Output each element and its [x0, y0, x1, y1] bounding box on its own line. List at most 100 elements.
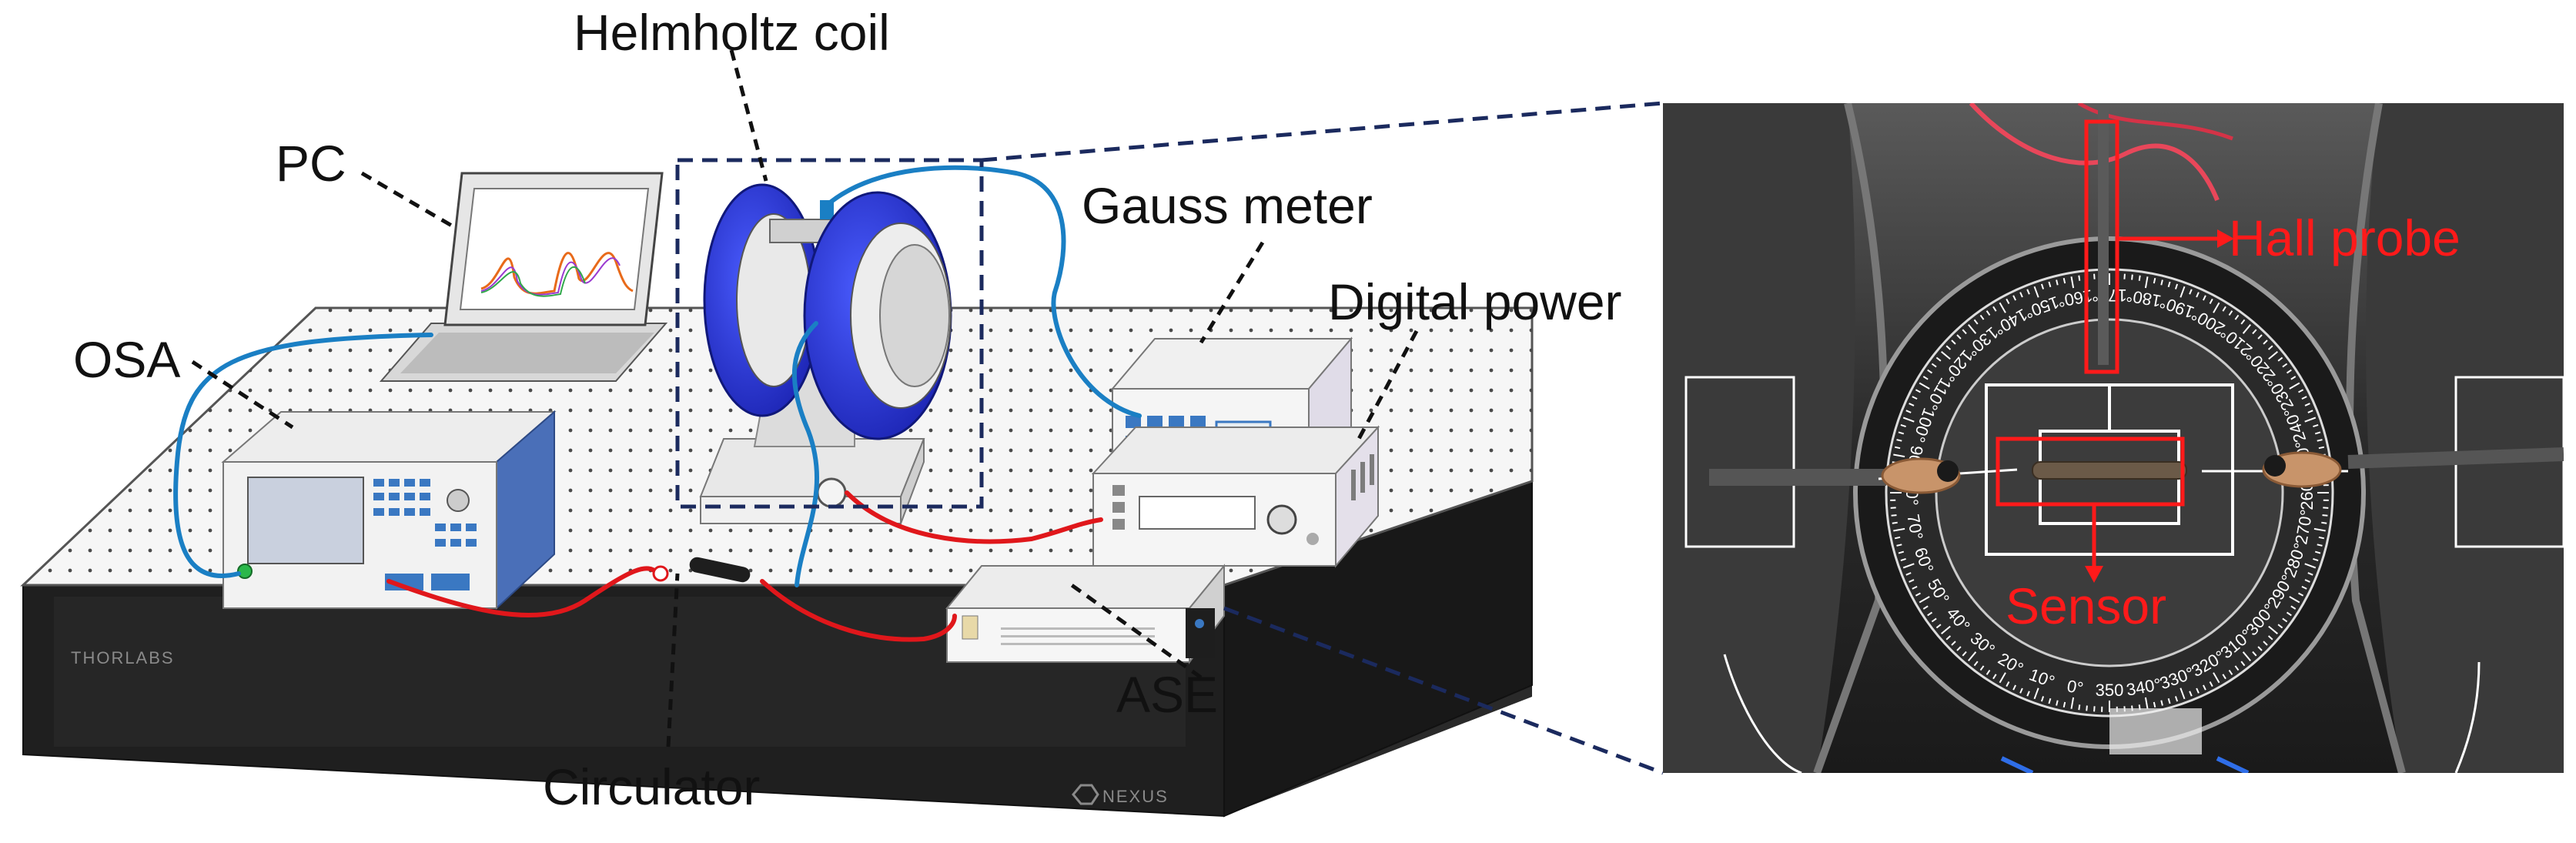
protractor-tick-mark: [2189, 289, 2193, 295]
protractor-tick-mark: [1935, 624, 1942, 629]
protractor-tick-mark: [2062, 277, 2066, 284]
protractor-tick-mark: [1973, 661, 1979, 667]
protractor-tick-mark: [2086, 705, 2088, 711]
protractor-tick-mark: [2026, 691, 2030, 697]
protractor-tick-mark: [2313, 423, 2319, 428]
protractor-tick-mark: [1912, 585, 1918, 590]
protractor-tick-mark: [2174, 696, 2179, 702]
protractor-tick-mark: [1922, 605, 1929, 610]
protractor-tick-mark: [2006, 681, 2010, 687]
protractor-tick-mark: [2209, 298, 2213, 304]
protractor-tick-mark: [2056, 700, 2059, 706]
protractor-tick-mark: [2301, 585, 2307, 590]
label-digital-power: Digital power: [1328, 273, 1622, 330]
protractor-tick-mark: [2040, 696, 2045, 702]
protractor-tick-mark: [2093, 273, 2096, 279]
protractor-tick-label: 170°: [2092, 286, 2127, 305]
protractor-tick-mark: [2304, 563, 2317, 569]
protractor-tick-mark: [1900, 557, 1906, 562]
protractor-tick-mark: [2257, 646, 2263, 651]
protractor-tick-mark: [2290, 376, 2297, 380]
protractor-tick-mark: [1999, 672, 2006, 684]
protractor-tick-mark: [1892, 521, 1898, 524]
protractor-tick-mark: [1951, 641, 1956, 646]
protractor-tick-mark: [2040, 283, 2045, 289]
protractor-tick-mark: [2314, 550, 2321, 554]
protractor-tick-mark: [1999, 302, 2006, 313]
protractor-tick-mark: [2263, 641, 2268, 646]
nexus-logo: NEXUS: [1072, 784, 1167, 806]
sensor-element: [2032, 461, 2187, 480]
protractor-tick-mark: [2180, 286, 2186, 298]
photo-annotations: Hall probe Sensor: [1996, 119, 2461, 634]
protractor-tick-mark: [2138, 275, 2141, 281]
protractor-tick-mark: [2317, 544, 2323, 547]
protractor-tick-mark: [1905, 572, 1912, 576]
protractor-tick-label: 0°: [2066, 676, 2085, 697]
protractor-tick-mark: [1941, 351, 1951, 360]
protractor-tick-mark: [1973, 319, 1979, 325]
protractor-tick-mark: [2304, 579, 2310, 583]
protractor-tick-mark: [2286, 369, 2292, 374]
protractor-tick-mark: [1898, 550, 1905, 554]
protractor-tick-mark: [1915, 592, 1921, 597]
protractor-tick-mark: [2019, 687, 2023, 694]
protractor-tick-mark: [1891, 514, 1897, 517]
label-pc: PC: [276, 135, 346, 192]
protractor-tick-mark: [2153, 701, 2156, 708]
protractor-tick-mark: [1890, 507, 1896, 509]
protractor-tick-mark: [2277, 356, 2283, 362]
label-hall-probe: Hall probe: [2229, 209, 2461, 266]
protractor-tick-mark: [2323, 507, 2329, 509]
protractor-tick-mark: [1905, 410, 1912, 413]
label-osa: OSA: [73, 331, 180, 388]
protractor-tick-mark: [1941, 625, 1951, 634]
protractor-tick-mark: [1968, 651, 1977, 661]
protractor-tick-mark: [2144, 276, 2149, 289]
protractor-tick-mark: [2180, 687, 2186, 700]
protractor-tick-label: 70°: [1903, 513, 1926, 541]
protractor-tick-mark: [2289, 382, 2300, 390]
protractor-tick-mark: [2268, 625, 2278, 634]
protractor-tick-mark: [2189, 691, 2193, 697]
protractor-tick-mark: [2012, 295, 2017, 301]
protractor-tick-mark: [2313, 527, 2326, 532]
label-ase: ASE: [1116, 666, 1218, 723]
protractor-tick-mark: [2048, 281, 2052, 288]
laptop-pc: [379, 172, 668, 382]
protractor-tick-mark: [2019, 292, 2023, 298]
protractor-tick-mark: [1935, 356, 1942, 362]
protractor-tick-mark: [2202, 684, 2206, 691]
protractor-tick-mark: [2252, 329, 2257, 335]
protractor-tick-mark: [1900, 423, 1906, 428]
protractor-tick-mark: [1927, 369, 1933, 374]
protractor-tick-mark: [2167, 281, 2171, 288]
label-circulator: Circulator: [543, 758, 760, 815]
protractor-tick-mark: [2304, 416, 2317, 423]
protractor-tick-mark: [1902, 416, 1915, 423]
protractor-tick-mark: [2006, 298, 2010, 304]
protractor-tick-mark: [1945, 345, 1952, 350]
protractor-tick-mark: [2268, 351, 2278, 360]
protractor-tick-mark: [2174, 283, 2179, 289]
protractor-tick-mark: [2317, 439, 2323, 442]
protractor-tick-mark: [2301, 396, 2307, 400]
protractor-tick-mark: [2160, 700, 2163, 706]
table-brand-left: THORLABS: [71, 648, 175, 667]
protractor-tick-mark: [2290, 605, 2297, 610]
protractor-tick-mark: [2213, 302, 2220, 313]
protractor-tick-mark: [2196, 687, 2200, 694]
protractor-tick-mark: [2298, 592, 2304, 597]
protractor-tick-mark: [2318, 446, 2325, 450]
sensor-highlight: [1996, 437, 2185, 507]
protractor-tick-mark: [2282, 617, 2288, 623]
protractor-tick-mark: [1902, 563, 1915, 569]
protractor-tick-mark: [2196, 292, 2200, 298]
protractor-tick-mark: [1956, 334, 1962, 340]
protractor-tick-mark: [2289, 596, 2300, 604]
protractor-tick-mark: [2056, 279, 2059, 286]
osa-instrument: [221, 410, 557, 611]
protractor-tick-mark: [2322, 514, 2328, 517]
protractor-tick-mark: [2222, 306, 2226, 312]
